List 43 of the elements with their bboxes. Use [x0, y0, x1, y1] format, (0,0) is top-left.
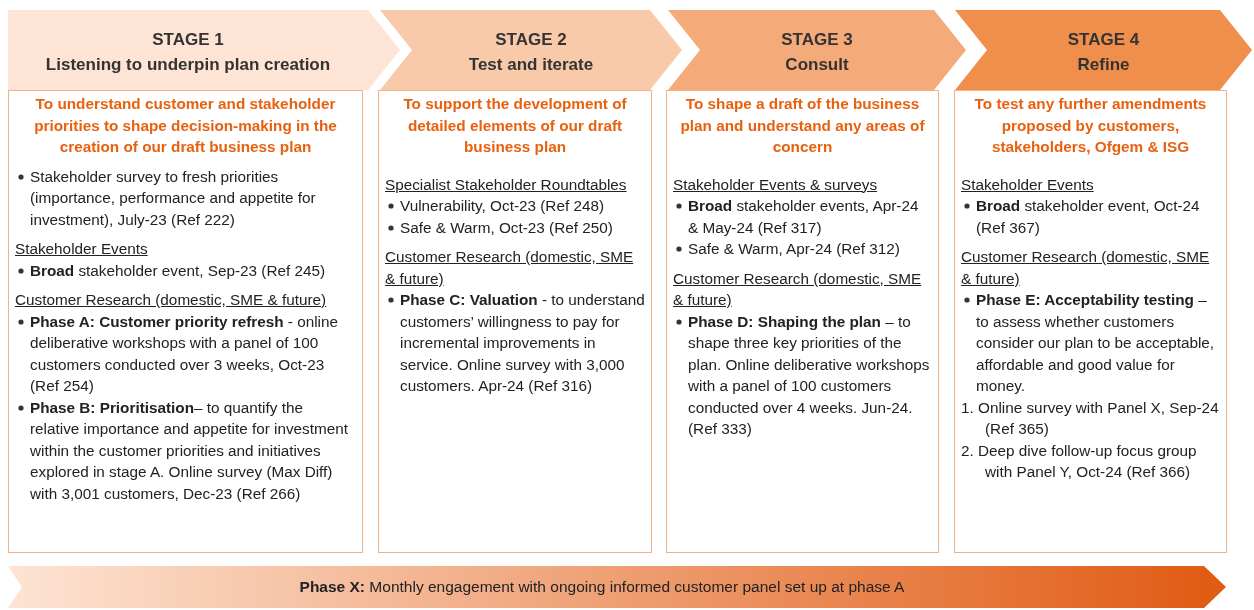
numbered-item: 2. Deep dive follow-up focus group with Panel Y, Oct-24 (Ref 366) — [961, 440, 1198, 482]
banner-text: Phase X: Monthly engagement with ongoing informed customer panel set up at phase A — [299, 578, 906, 596]
stage-number: STAGE 2 — [495, 29, 567, 51]
bullet-item: Phase D: Shaping the plan – to shape three key priorities of the plan. Online deliberative workshops with a panel of 100 customers conducted over 4 weeks. Jun-24. (Ref 333) — [688, 312, 930, 437]
bullet-item: Phase A: Customer priority refresh - online deliberative workshops with a panel of 100 customers conducted over 3 weeks, Oct-23 (Ref 254) — [30, 312, 339, 394]
bullet-item: Phase E: Acceptability testing – to assess whether customers consider our plan to be acceptable, affordable and good value for money. — [976, 291, 1215, 394]
stage-number: STAGE 4 — [1067, 29, 1140, 51]
stage-title: Refine — [1077, 54, 1130, 76]
bullet-item: Phase B: Prioritisation– to quantify the relative importance and appetite for investment within the customer priorities and initiatives explored in stage A. Online survey (Max Diff) with 3,001 customers, Dec-23 (Ref 266) — [30, 398, 348, 502]
objective-heading: To test any further amendments proposed by customers, stakeholders, Ofgem & ISG — [973, 94, 1208, 157]
numbered-item: 1. Online survey with Panel X, Sep-24 (Ref 365) — [961, 397, 1220, 439]
stage-header — [8, 10, 400, 90]
stage-title: Consult — [785, 54, 849, 76]
section-heading: Customer Research (domestic, SME & future) — [673, 268, 923, 310]
stage-header — [955, 10, 1252, 90]
stage-title: Listening to underpin plan creation — [45, 54, 331, 76]
bullet-item: Safe & Warm, Oct-23 (Ref 250) — [400, 218, 613, 236]
bullet-item: Broad stakeholder event, Oct-24 (Ref 367) — [976, 197, 1200, 236]
section-heading: Stakeholder Events — [15, 239, 148, 259]
bullet-item: Phase C: Valuation - to understand customers’ willingness to pay for incremental improvements in service. Online survey with 3,000 customers. Apr-24 (Ref 316) — [400, 291, 645, 394]
stage-header — [380, 10, 682, 90]
stage-number: STAGE 3 — [781, 29, 853, 51]
section-heading: Specialist Stakeholder Roundtables — [385, 174, 627, 195]
section-heading: Customer Research (domestic, SME & future) — [961, 247, 1211, 289]
stage-panel — [378, 90, 652, 553]
section-heading: Stakeholder Events — [961, 174, 1094, 195]
section-heading: Stakeholder Events & surveys — [673, 174, 878, 195]
stage-header — [668, 10, 966, 90]
stage-number: STAGE 1 — [152, 29, 224, 51]
bullet-item: Broad stakeholder events, Apr-24 & May-24 (Ref 317) — [688, 197, 919, 236]
section-heading: Customer Research (domestic, SME & future) — [15, 290, 327, 310]
bullet-item: Safe & Warm, Apr-24 (Ref 312) — [688, 240, 900, 257]
bullet-item: Broad stakeholder event, Sep-23 (Ref 245) — [30, 261, 326, 279]
objective-heading: To understand customer and stakeholder priorities to shape decision-making in the creation of our draft business plan — [33, 94, 338, 157]
objective-heading: To support the development of detailed elements of our draft business plan — [402, 94, 628, 157]
stage-title: Test and iterate — [468, 54, 594, 76]
stage-panel — [954, 90, 1227, 553]
objective-heading: To shape a draft of the business plan and understand any areas of concern — [679, 94, 926, 157]
bullet-item: Vulnerability, Oct-23 (Ref 248) — [400, 197, 605, 214]
section-heading: Customer Research (domestic, SME & future) — [385, 247, 635, 289]
bullet-item: Stakeholder survey to fresh priorities (importance, performance and appetite for investment), July-23 (Ref 222) — [30, 167, 316, 228]
stage-panel — [666, 90, 939, 553]
stage-panel — [8, 90, 363, 553]
